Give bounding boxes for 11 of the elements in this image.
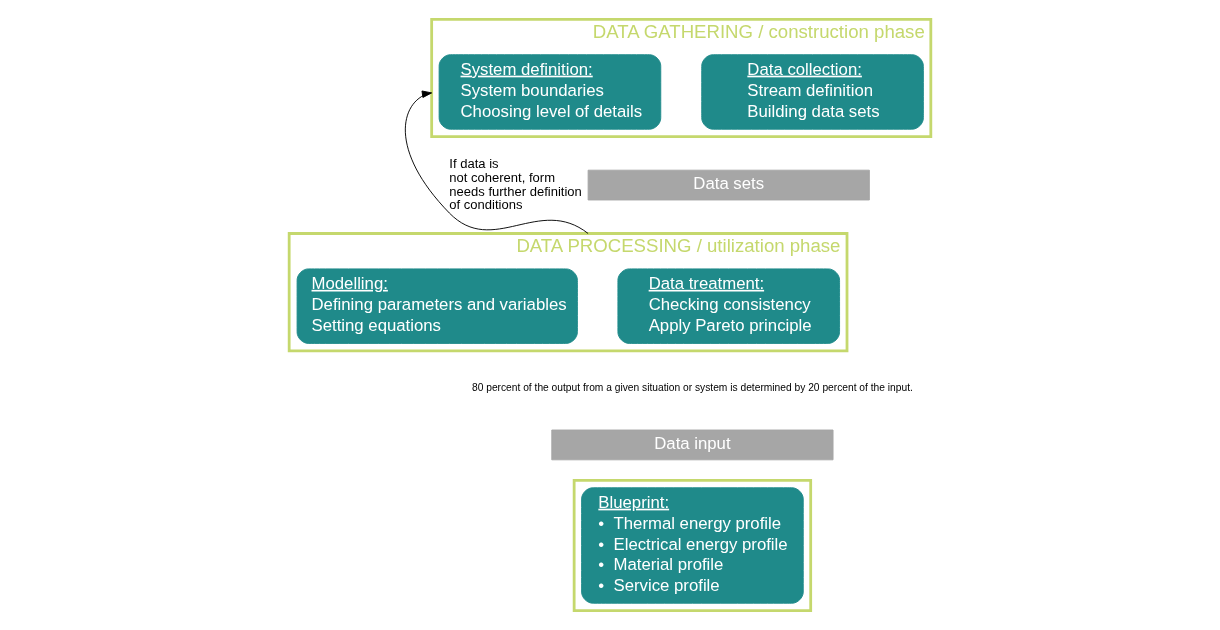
arrow bbox=[404, 90, 589, 234]
node-box: Data sets bbox=[587, 169, 870, 201]
node-box: Blueprint: • Thermal energy profile • Electrical energy profile • Material profile • Service profile bbox=[581, 487, 804, 604]
node-box: System definition: System boundaries Choosing level of details bbox=[438, 54, 662, 130]
node-box: Data input bbox=[551, 429, 834, 461]
node-box: Data collection: Stream definition Building data sets bbox=[701, 54, 924, 130]
label: 80 percent of the output from a given situation or system is determined by 20 percent of the input. bbox=[471, 381, 913, 393]
cluster bbox=[572, 478, 813, 613]
edge-label: If data is not coherent, form needs further definition of conditions bbox=[449, 155, 582, 213]
node-box: Modelling: Defining parameters and variables Setting equations bbox=[296, 268, 578, 344]
node-box: Data treatment: Checking consistency Apply Pareto principle bbox=[617, 268, 841, 344]
